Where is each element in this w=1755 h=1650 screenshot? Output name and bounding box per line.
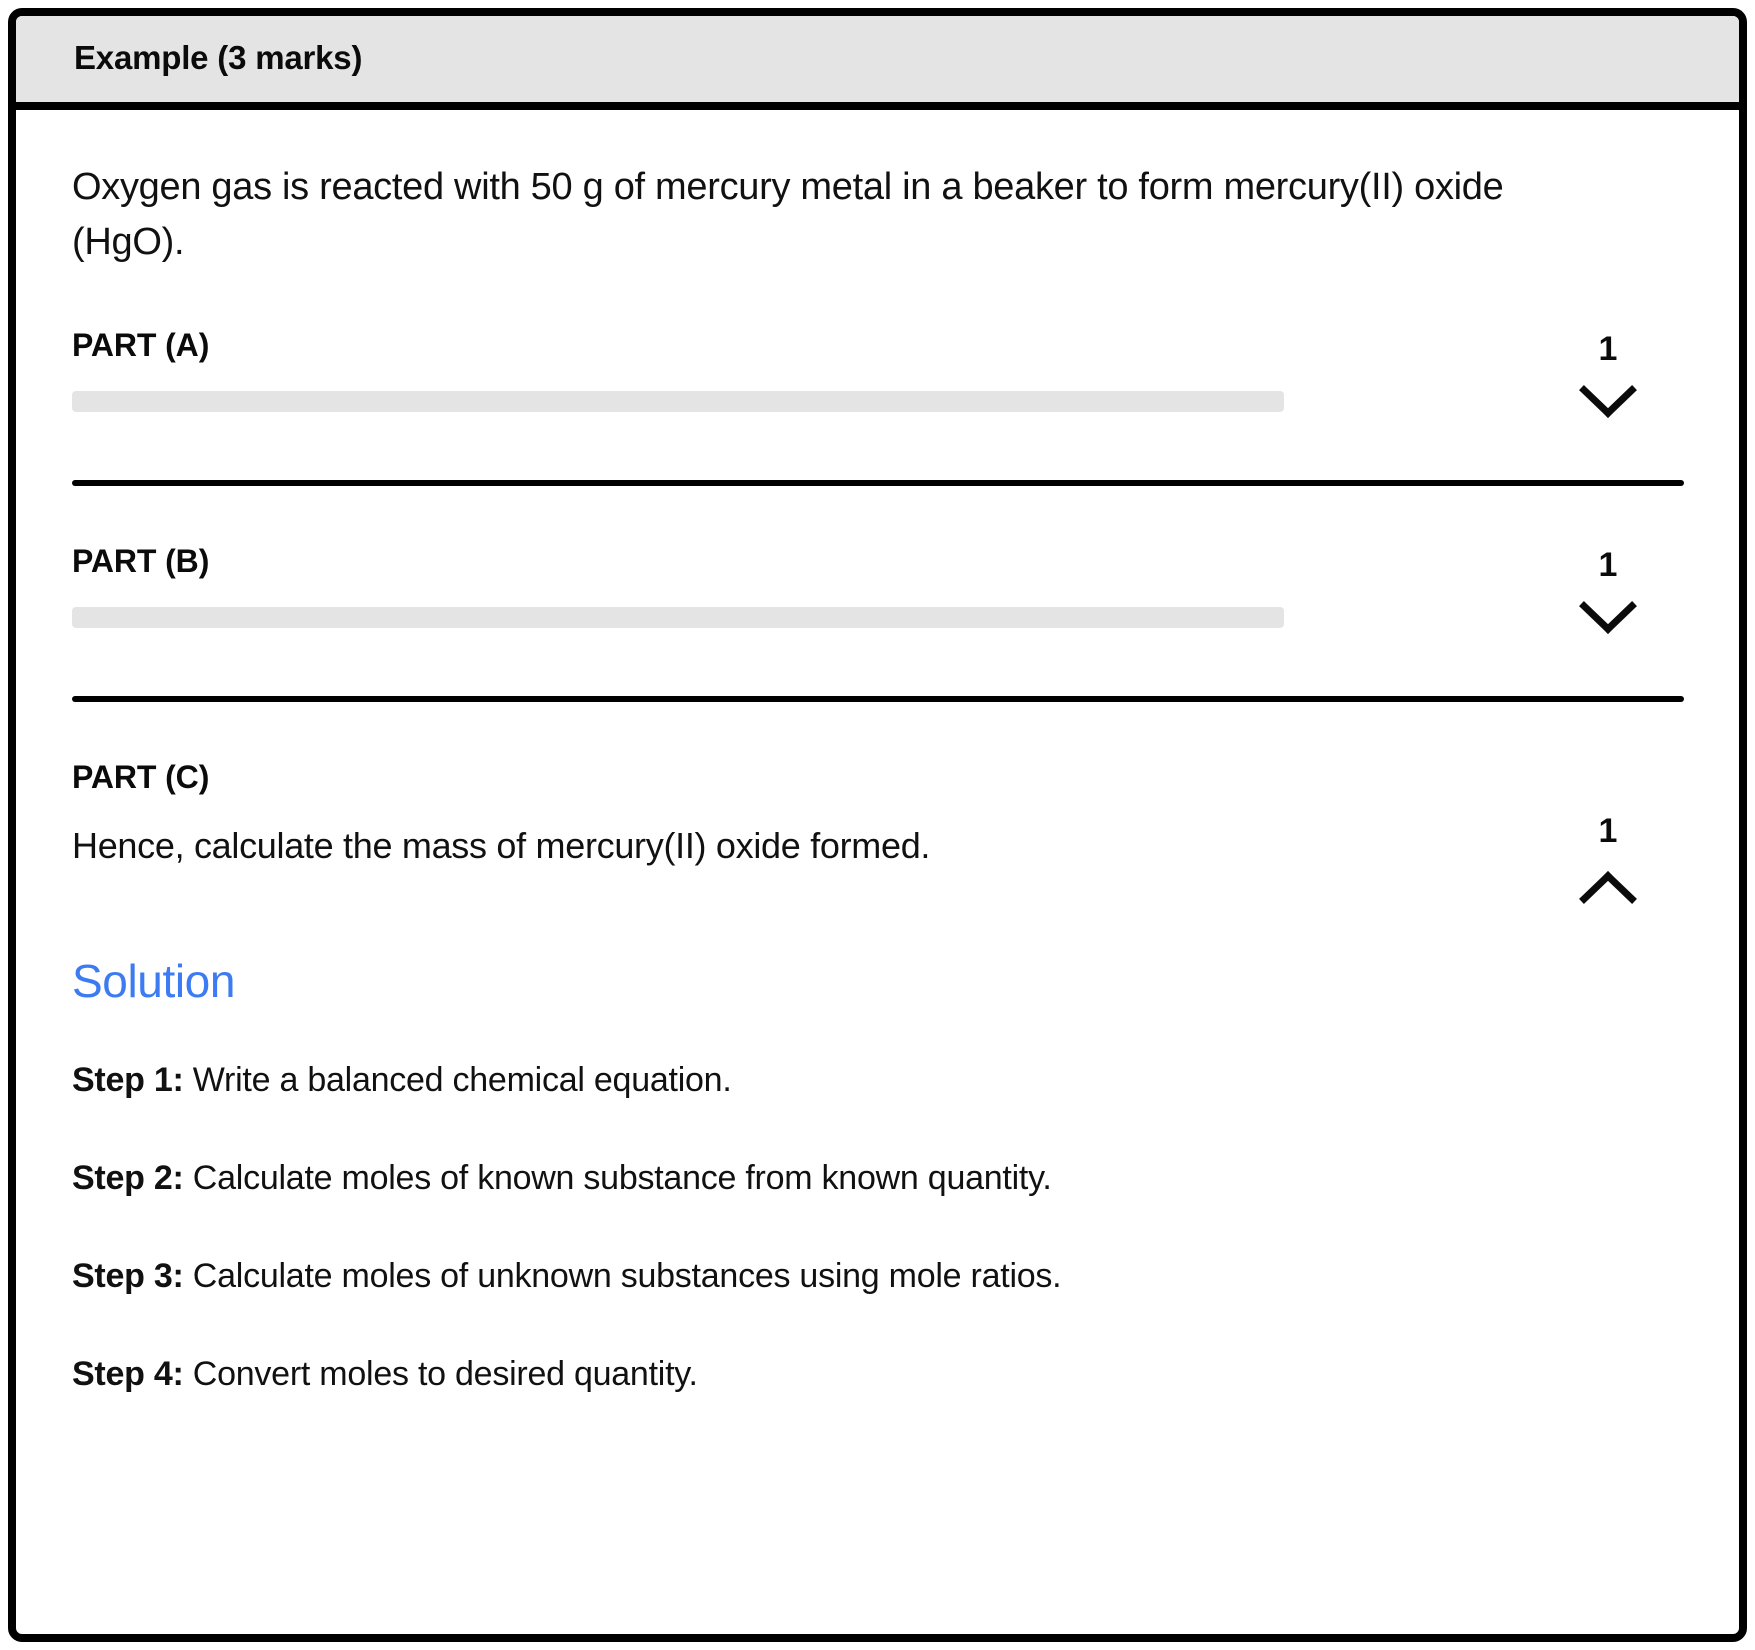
card-header: Example (3 marks)	[16, 16, 1739, 110]
solution-step-label: Step 4:	[72, 1355, 184, 1394]
part-b-title: PART (B)	[72, 542, 210, 579]
solution-step-label: Step 2:	[72, 1159, 184, 1198]
card-body: Oxygen gas is reacted with 50 g of mercu…	[16, 110, 1739, 1634]
part-b-header[interactable]: PART (B) 1	[72, 542, 1683, 634]
part-a-mark-count: 1	[1598, 329, 1618, 368]
part-b-divider	[72, 695, 1684, 702]
solution-step: Step 3: Calculate moles of unknown subst…	[72, 1254, 1683, 1300]
part-c-right: 1	[1533, 760, 1683, 904]
solution-step-text: Calculate moles of known substance from …	[183, 1159, 1052, 1198]
question-stem: Oxygen gas is reacted with 50 g of mercu…	[72, 165, 1504, 263]
chevron-down-icon[interactable]	[1579, 384, 1637, 418]
chevron-up-icon[interactable]	[1579, 870, 1637, 904]
part-b-placeholder-bar	[72, 606, 1284, 628]
chevron-down-icon[interactable]	[1579, 600, 1637, 634]
part-c[interactable]: PART (C) Hence, calculate the mass of me…	[72, 702, 1683, 1398]
part-a-divider	[72, 479, 1684, 486]
solution-step: Step 4: Convert moles to desired quantit…	[72, 1352, 1683, 1398]
solution-step: Step 2: Calculate moles of known substan…	[72, 1156, 1683, 1202]
part-c-left: PART (C) Hence, calculate the mass of me…	[72, 758, 1533, 872]
example-card: Example (3 marks) Oxygen gas is reacted …	[8, 8, 1747, 1642]
solution-heading: Solution	[72, 954, 236, 1007]
part-c-header[interactable]: PART (C) Hence, calculate the mass of me…	[72, 758, 1683, 904]
part-c-title: PART (C)	[72, 758, 210, 795]
part-a-placeholder-bar	[72, 390, 1284, 412]
solution-step-text: Calculate moles of unknown substances us…	[183, 1257, 1062, 1296]
solution-step: Step 1: Write a balanced chemical equati…	[72, 1058, 1683, 1104]
part-a[interactable]: PART (A) 1	[72, 270, 1684, 486]
part-b-left: PART (B)	[72, 542, 1533, 628]
part-b-mark-count: 1	[1598, 545, 1618, 584]
solution-step-text: Write a balanced chemical equation.	[183, 1061, 732, 1100]
part-a-left: PART (A)	[72, 326, 1533, 412]
page-title: Example (3 marks)	[74, 39, 363, 76]
solution-step-label: Step 1:	[72, 1061, 184, 1100]
part-b-right: 1	[1533, 544, 1683, 634]
part-a-header[interactable]: PART (A) 1	[72, 326, 1683, 418]
part-c-question: Hence, calculate the mass of mercury(II)…	[72, 824, 931, 866]
solution-step-label: Step 3:	[72, 1257, 184, 1296]
solution-step-text: Convert moles to desired quantity.	[183, 1355, 698, 1394]
part-a-title: PART (A)	[72, 326, 210, 363]
part-a-right: 1	[1533, 328, 1683, 418]
part-c-mark-count: 1	[1598, 811, 1618, 850]
part-b[interactable]: PART (B) 1	[72, 486, 1684, 702]
